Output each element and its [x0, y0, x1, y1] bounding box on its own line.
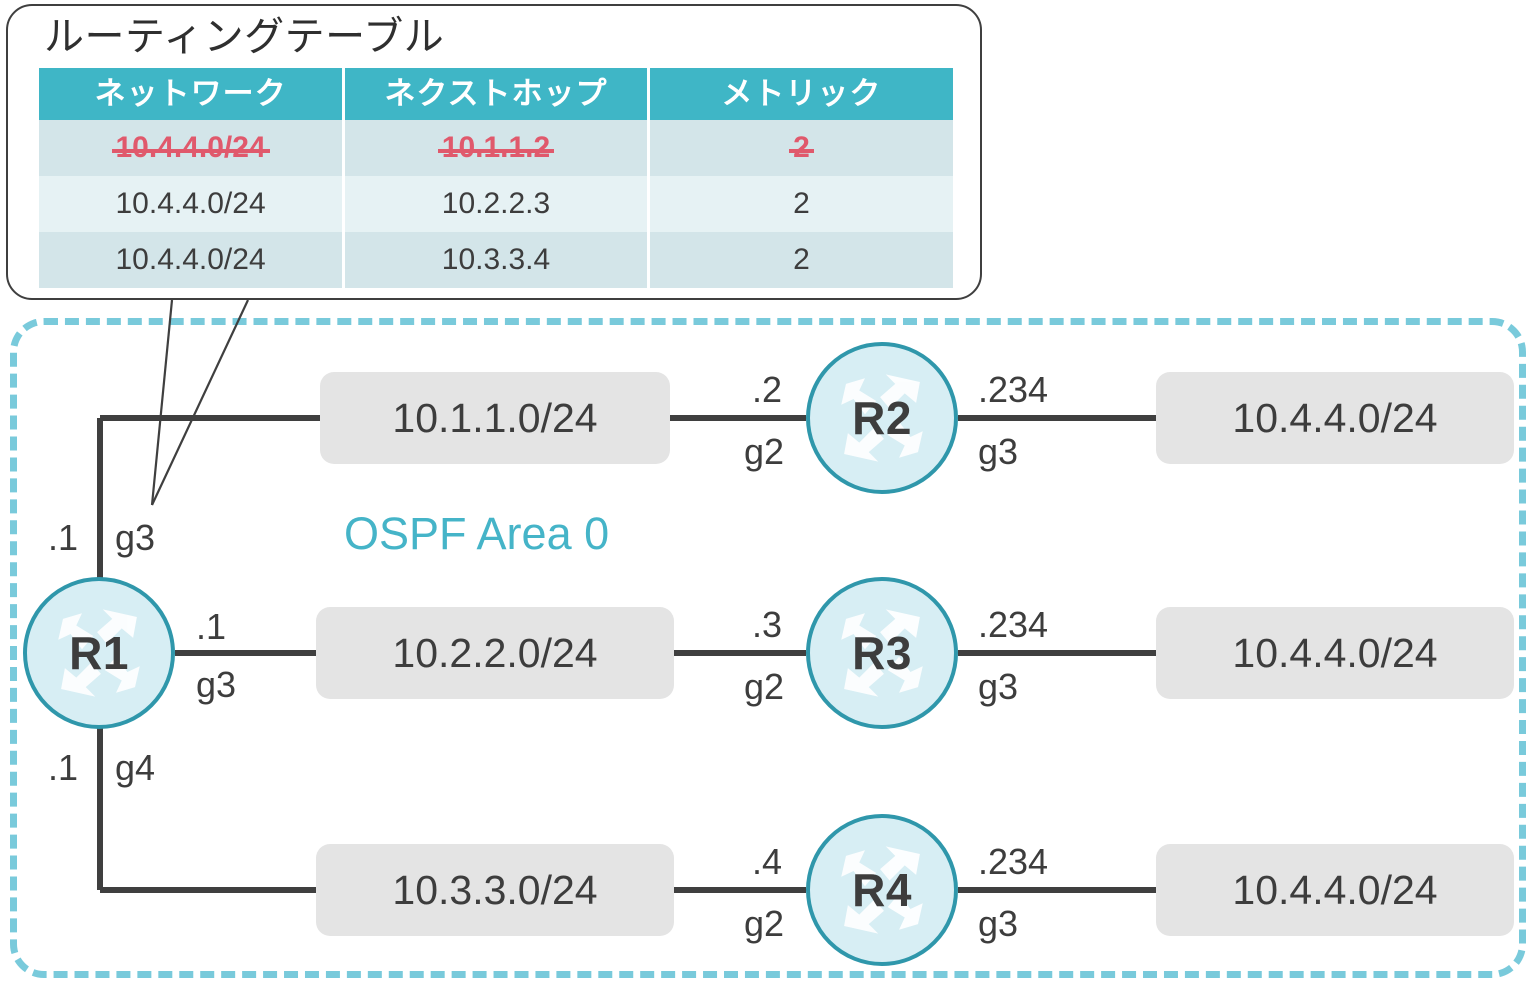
routing-table-header-row: ネットワーク ネクストホップ メトリック — [39, 68, 953, 120]
cell-next-hop: 10.2.2.3 — [343, 176, 650, 232]
subnet-label: 10.4.4.0/24 — [1232, 394, 1438, 441]
routing-table-title: ルーティングテーブル — [44, 15, 445, 59]
if-label-r2-right-ip: .234 — [978, 369, 1049, 410]
if-label-r1-top-ip: .1 — [48, 517, 79, 558]
router-icon — [58, 609, 140, 697]
if-label-r2-right-if: g3 — [978, 431, 1019, 472]
subnet-box-dest-r3: 10.4.4.0/24 — [1156, 607, 1514, 699]
subnet-box-10-2-2-0: 10.2.2.0/24 — [316, 607, 674, 699]
if-label-r1-bot-if: g4 — [115, 747, 156, 788]
cell-next-hop-text: 10.1.1.2 — [437, 120, 555, 176]
router-label: R1 — [69, 627, 129, 679]
routing-table: ネットワーク ネクストホップ メトリック 10.4.4.0/24 10.1.1.… — [39, 68, 953, 288]
cell-network: 10.4.4.0/24 — [39, 120, 346, 176]
ospf-area-boundary — [10, 318, 1526, 978]
if-label-r4-left-ip: .4 — [752, 841, 783, 882]
if-label-r4-right-ip: .234 — [978, 841, 1049, 882]
subnet-box-dest-r2: 10.4.4.0/24 — [1156, 372, 1514, 464]
subnet-label: 10.3.3.0/24 — [392, 866, 598, 913]
cell-metric: 2 — [648, 120, 953, 176]
if-label-r4-right-if: g3 — [978, 903, 1019, 944]
cell-network-text: 10.4.4.0/24 — [111, 120, 270, 176]
cell-metric-text: 2 — [789, 120, 814, 176]
cell-next-hop: 10.1.1.2 — [343, 120, 650, 176]
cell-next-hop: 10.3.3.4 — [343, 232, 650, 288]
subnet-label: 10.4.4.0/24 — [1232, 629, 1438, 676]
subnet-label: 10.2.2.0/24 — [392, 629, 598, 676]
table-row: 10.4.4.0/24 10.2.2.3 2 — [39, 176, 953, 232]
cell-metric: 2 — [648, 176, 953, 232]
router-icon — [841, 609, 923, 697]
cell-network: 10.4.4.0/24 — [39, 176, 346, 232]
column-header-next-hop: ネクストホップ — [343, 68, 650, 120]
router-node-r1[interactable]: R1 — [23, 577, 175, 729]
subnet-label: 10.1.1.0/24 — [392, 394, 598, 441]
if-label-r3-left-ip: .3 — [752, 604, 783, 645]
router-label: R4 — [852, 864, 912, 916]
routing-table-callout: ルーティングテーブル ネットワーク ネクストホップ メトリック 10.4.4.0… — [6, 4, 982, 300]
cell-metric: 2 — [648, 232, 953, 288]
subnet-label: 10.4.4.0/24 — [1232, 866, 1438, 913]
if-label-r2-left-ip: .2 — [752, 369, 783, 410]
if-label-r2-left-if: g2 — [744, 431, 785, 472]
router-label: R3 — [852, 627, 912, 679]
ospf-area-label: OSPF Area 0 — [344, 508, 610, 559]
subnet-box-10-3-3-0: 10.3.3.0/24 — [316, 844, 674, 936]
router-node-r3[interactable]: R3 — [806, 577, 958, 729]
if-label-r3-left-if: g2 — [744, 666, 785, 707]
router-icon — [841, 846, 923, 934]
if-label-r1-top-if: g3 — [115, 517, 156, 558]
column-header-metric: メトリック — [648, 68, 953, 120]
column-header-network: ネットワーク — [39, 68, 346, 120]
if-label-r4-left-if: g2 — [744, 903, 785, 944]
subnet-box-dest-r4: 10.4.4.0/24 — [1156, 844, 1514, 936]
table-row: 10.4.4.0/24 10.1.1.2 2 — [39, 120, 953, 176]
if-label-r3-right-if: g3 — [978, 666, 1019, 707]
if-label-r3-right-ip: .234 — [978, 604, 1049, 645]
router-icon — [841, 374, 923, 462]
if-label-r1-mid-if: g3 — [196, 664, 237, 705]
table-row: 10.4.4.0/24 10.3.3.4 2 — [39, 232, 953, 288]
subnet-box-10-1-1-0: 10.1.1.0/24 — [320, 372, 670, 464]
if-label-r1-bot-ip: .1 — [48, 747, 79, 788]
if-label-r1-mid-ip: .1 — [196, 606, 227, 647]
router-node-r4[interactable]: R4 — [806, 814, 958, 966]
cell-network: 10.4.4.0/24 — [39, 232, 346, 288]
router-label: R2 — [852, 392, 912, 444]
router-node-r2[interactable]: R2 — [806, 342, 958, 494]
